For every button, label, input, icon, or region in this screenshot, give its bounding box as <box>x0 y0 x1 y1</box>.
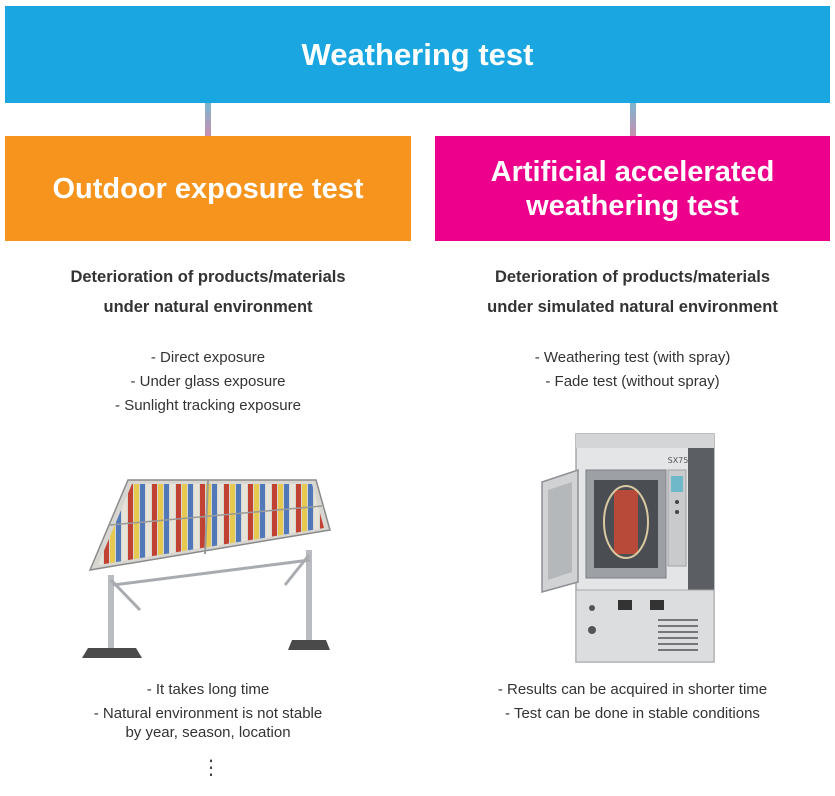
outdoor-exposure-box: Outdoor exposure test <box>5 136 411 241</box>
outdoor-methods-list: - Direct exposure - Under glass exposure… <box>5 346 411 418</box>
artificial-subtitle-line1: Deterioration of products/materials <box>494 268 771 286</box>
artificial-subtitle-line2: under simulated natural environment <box>487 298 778 316</box>
outdoor-method-item: - Sunlight tracking exposure <box>115 397 301 414</box>
artificial-subtitle: Deterioration of products/materials unde… <box>435 262 830 322</box>
outdoor-method-item: - Under glass exposure <box>130 373 286 390</box>
header-title: Weathering test <box>301 36 534 72</box>
outdoor-subtitle-line2: under natural environment <box>103 298 313 316</box>
weathering-chamber-image: SX75 <box>541 433 715 663</box>
header-title-bar: Weathering test <box>5 6 830 103</box>
artificial-methods-list: - Weathering test (with spray) - Fade te… <box>435 346 830 394</box>
artificial-notes: - Results can be acquired in shorter tim… <box>435 680 830 728</box>
connector-left <box>205 103 211 136</box>
outdoor-notes: - It takes long time - Natural environme… <box>5 680 411 747</box>
outdoor-method-item: - Direct exposure <box>150 349 266 366</box>
artificial-method-item: - Weathering test (with spray) <box>534 349 731 366</box>
connector-right <box>630 103 636 136</box>
chamber-brand-label: SX75 <box>668 456 689 465</box>
outdoor-exposure-title: Outdoor exposure test <box>52 172 364 205</box>
artificial-note-item: - Test can be done in stable conditions <box>505 705 760 722</box>
artificial-weathering-title-line2: weathering test <box>526 189 739 222</box>
outdoor-note-item: by year, season, location <box>125 724 291 741</box>
artificial-note-item: - Results can be acquired in shorter tim… <box>497 681 768 698</box>
artificial-weathering-box: Artificial accelerated weathering test <box>435 136 830 241</box>
outdoor-subtitle-line1: Deterioration of products/materials <box>70 268 346 286</box>
outdoor-exposure-rack-image <box>82 479 331 658</box>
outdoor-note-item: - It takes long time <box>146 681 270 698</box>
outdoor-note-item: - Natural environment is not stable <box>93 705 323 722</box>
artificial-weathering-title-line1: Artificial accelerated <box>490 155 775 188</box>
outdoor-subtitle: Deterioration of products/materials unde… <box>5 262 411 322</box>
artificial-method-item: - Fade test (without spray) <box>545 373 720 390</box>
continuation-ellipsis: ⋮ <box>201 757 221 779</box>
